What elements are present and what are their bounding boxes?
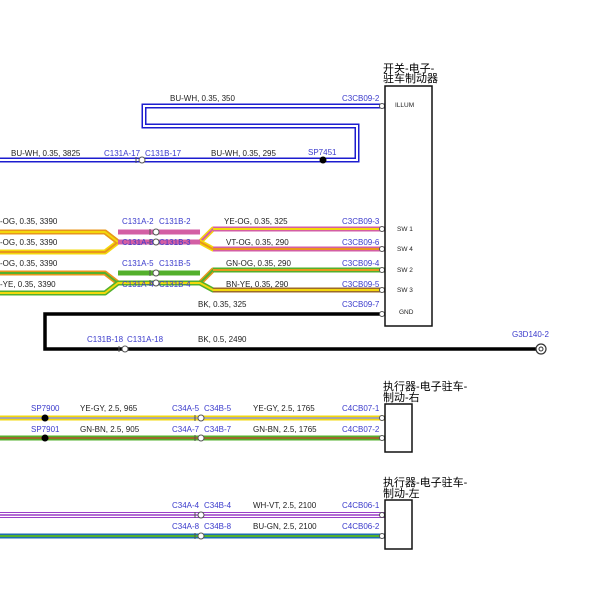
connector-label: C4CB06-2: [342, 522, 380, 531]
connector-label: C131A-2: [122, 217, 154, 226]
connector-label: C34A-8: [172, 522, 200, 531]
pin-gnd: GND: [399, 309, 414, 316]
splice-sp7451: [319, 156, 327, 164]
pin-sw1: SW 1: [397, 226, 413, 233]
connector-label: C3CB09-2: [342, 94, 380, 103]
actuator-right-box: [384, 403, 413, 453]
splice-label: SP7900: [31, 404, 60, 413]
connector-label: C131B-18: [87, 335, 124, 344]
actuator-right-title-2: 制动-右: [383, 390, 420, 404]
connector-label: C131A-17: [104, 149, 141, 158]
wire-label: YE-GY, 2.5, 965: [80, 404, 138, 413]
pin-terminals: [379, 103, 385, 539]
wire-label: BU-WH, 0.35, 295: [211, 149, 276, 158]
connector-label: C131B-5: [159, 259, 191, 268]
pin-illum: ILLUM: [395, 102, 414, 109]
wire-label: YE-OG, 0.35, 325: [224, 217, 288, 226]
wire-gnd: [43, 312, 540, 351]
connector-label: C131B-3: [159, 238, 191, 247]
actuator-left-title-1: 执行器-电子驻车-: [383, 475, 468, 489]
connector-label: G3D140-2: [512, 330, 549, 339]
wire-label: BN-YE, 0.35, 290: [226, 280, 289, 289]
wire-label: -YE, 0.35, 3390: [0, 280, 56, 289]
connector-label: C34A-4: [172, 501, 200, 510]
wire-label: -OG, 0.35, 3390: [0, 238, 58, 247]
wire-label: WH-VT, 2.5, 2100: [253, 501, 317, 510]
connector-label: C34B-8: [204, 522, 232, 531]
pin-sw3: SW 3: [397, 287, 413, 294]
actuator-left-box: [384, 499, 413, 550]
connector-label: C4CB07-1: [342, 404, 380, 413]
wire-label: YE-GY, 2.5, 1765: [253, 404, 315, 413]
wire-label: VT-OG, 0.35, 290: [226, 238, 289, 247]
wire-label: BU-WH, 0.35, 350: [170, 94, 235, 103]
wire-label: BU-GN, 2.5, 2100: [253, 522, 317, 531]
wire-label: BU-WH, 0.35, 3825: [11, 149, 81, 158]
connector-label: C3CB09-4: [342, 259, 380, 268]
connector-label: C131A-3: [122, 238, 154, 247]
wire-label: GN-BN, 2.5, 1765: [253, 425, 317, 434]
connector-label: C131B-2: [159, 217, 191, 226]
connector-label: C34B-5: [204, 404, 232, 413]
wire-label: -OG, 0.35, 3390: [0, 259, 58, 268]
connector-label: C34B-7: [204, 425, 232, 434]
wire-label: GN-OG, 0.35, 290: [226, 259, 291, 268]
splice-sp7900: [41, 414, 49, 422]
connector-label: C3CB09-5: [342, 280, 380, 289]
ground-terminal-icon: [535, 343, 547, 355]
connector-label: C4CB06-1: [342, 501, 380, 510]
wire-label: BK, 0.5, 2490: [198, 335, 247, 344]
connector-label: C131A-4: [122, 280, 154, 289]
wire-sw1-overlay-tracer: [0, 231, 119, 243]
connector-label: C3CB09-7: [342, 300, 380, 309]
connector-label: C3CB09-3: [342, 217, 380, 226]
splice-sp7901: [41, 434, 49, 442]
connector-label: C4CB07-2: [342, 425, 380, 434]
pin-sw4: SW 4: [397, 246, 413, 253]
wire-label: -OG, 0.35, 3390: [0, 217, 58, 226]
connector-label: C3CB09-6: [342, 238, 380, 247]
wire-lf1: [0, 512, 385, 518]
connector-label: C131B-17: [145, 149, 182, 158]
actuator-left-title-2: 制动-左: [383, 487, 420, 500]
actuator-right-title-1: 执行器-电子驻车-: [383, 379, 468, 393]
switch-title-1: 开关-电子-: [383, 61, 435, 75]
connector-label: C131B-4: [159, 280, 191, 289]
connector-label: C131A-5: [122, 259, 154, 268]
splice-label: SP7901: [31, 425, 60, 434]
connector-label: C131A-18: [127, 335, 164, 344]
wire-label: BK, 0.35, 325: [198, 300, 247, 309]
wire-illum: [0, 103, 385, 163]
pin-sw2: SW 2: [397, 267, 413, 274]
switch-title-2: 驻车制动器: [383, 71, 438, 85]
connector-label: C34A-5: [172, 404, 200, 413]
switch-box: [384, 85, 433, 327]
wire-label: GN-BN, 2.5, 905: [80, 425, 140, 434]
splice-label: SP7451: [308, 148, 337, 157]
connector-label: C34A-7: [172, 425, 200, 434]
connector-label: C34B-4: [204, 501, 232, 510]
